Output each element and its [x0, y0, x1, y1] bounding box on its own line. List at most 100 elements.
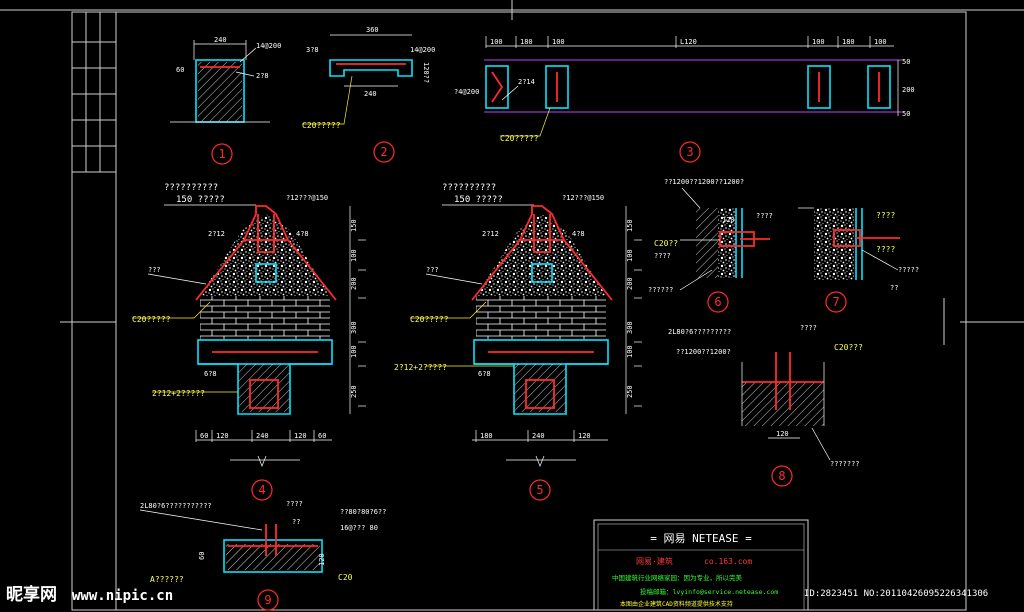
d5-bar-b: 4?8 — [572, 230, 585, 238]
d1-rebar: 2?8 — [256, 72, 269, 80]
d7-number: 7 — [832, 295, 839, 309]
d4-bottom-dim-4: 120 — [294, 432, 307, 440]
d4-bottom-dim-5: 60 — [318, 432, 326, 440]
d5-number: 5 — [536, 483, 543, 497]
detail-4: ?????????? 150 ????? ?12???@150 2?12 4?8… — [132, 183, 366, 501]
d5-lintel: 2?12+2????? — [394, 363, 447, 372]
stamp-domain: co.163.com — [704, 557, 752, 566]
d2-dim-top: 360 — [366, 26, 379, 34]
d6-n1: ???? — [756, 212, 773, 220]
d5-small-bar: 6?8 — [478, 370, 491, 378]
d3-left-note: ?4@200 — [454, 88, 479, 96]
d3-dim-3: 100 — [552, 38, 565, 46]
d6-number: 6 — [714, 295, 721, 309]
d8-n1: 2L80?6????????? — [668, 328, 731, 336]
d9-n2: ???? — [286, 500, 303, 508]
d5-side-dim-1: 150 — [626, 219, 634, 232]
detail-5: ?????????? 150 ????? ?12???@150 2?12 4?8… — [394, 183, 642, 501]
detail-1: 240 14@200 60 2?8 1 — [170, 36, 281, 165]
d4-bottom-dim-1: 60 — [200, 432, 208, 440]
d3-dim-2: 180 — [520, 38, 533, 46]
watermark-brand: 昵享网 — [6, 584, 57, 605]
d5-bottom-dim-2: 240 — [532, 432, 545, 440]
d5-waterproof: ??? — [426, 266, 439, 274]
d1-height: 60 — [176, 66, 184, 74]
d2-concrete: C20????? — [302, 121, 341, 130]
d2-bar-b: 14@200 — [410, 46, 435, 54]
d2-number: 2 — [380, 145, 387, 159]
d3-number: 3 — [686, 145, 693, 159]
d3-dim-6: 180 — [842, 38, 855, 46]
detail-8: 2L80?6????????? ???? ??1200??1200? C20??… — [668, 324, 863, 487]
d9-n1: 2L80?6??????????? — [140, 502, 212, 510]
d4-bar-a: 2?12 — [208, 230, 225, 238]
stamp-title: = 网易 NETEASE = — [650, 532, 752, 545]
d1-dim-width: 240 — [214, 36, 227, 44]
stamp-line3: 本图由企业建筑CAD资料频道提供技术支持 — [620, 600, 733, 608]
d8-n5: ??????? — [830, 460, 860, 468]
d8-number: 8 — [778, 469, 785, 483]
d6-n2: C20?? — [654, 239, 678, 248]
d6-n3: ???? — [654, 252, 671, 260]
d7-n2: ???? — [876, 245, 895, 254]
d5-number-circle — [529, 479, 551, 501]
d9-n5: 16@??? 80 — [340, 524, 378, 532]
d5-side-dim-2: 100 — [626, 249, 634, 262]
d6-dim: 120 — [722, 216, 735, 224]
d1-bar-note: 14@200 — [256, 42, 281, 50]
d4-bottom-dim-2: 120 — [216, 432, 229, 440]
d5-side-dim-6: 250 — [626, 385, 634, 398]
d9-n7: A?????? — [150, 575, 184, 584]
d9-dim-left: 60 — [198, 552, 206, 560]
d3-number-circle — [679, 141, 701, 163]
d5-concrete: C20????? — [410, 315, 449, 324]
d8-number-circle — [771, 465, 793, 487]
d3-dim-7: 100 — [874, 38, 887, 46]
d7-n1: ???? — [876, 211, 895, 220]
d7-n3: ????? — [898, 266, 919, 274]
d4-concrete: C20????? — [132, 315, 171, 324]
stamp-line1: 中国建筑行业网络家园：因为专业，所以完美 — [612, 573, 743, 582]
d8-n2: ???? — [800, 324, 817, 332]
d9-n4: ??80?80?6?? — [340, 508, 386, 516]
d6-number-circle — [707, 291, 729, 313]
d4-side-dim-2: 100 — [350, 249, 358, 262]
d5-rebar-note: ?12???@150 — [562, 194, 604, 202]
d9-number: 9 — [264, 593, 271, 607]
d2-bar-a: 3?8 — [306, 46, 319, 54]
d3-concrete: C20????? — [500, 134, 539, 143]
d4-rebar-note: ?12???@150 — [286, 194, 328, 202]
d4-side-dim-6: 250 — [350, 385, 358, 398]
detail-7: ???? ???? ????? ?? 7 — [798, 207, 919, 313]
d9-n3: ?? — [292, 518, 300, 526]
d3-dim-4: L120 — [680, 38, 697, 46]
d4-lintel: 2?12+2????? — [152, 389, 205, 398]
d2-number-circle — [373, 141, 395, 163]
d7-n4: ?? — [890, 284, 898, 292]
d4-side-dim-1: 150 — [350, 219, 358, 232]
d5-bar-a: 2?12 — [482, 230, 499, 238]
d4-side-dim-4: 300 — [350, 321, 358, 334]
d3-side-dim-3: 50 — [902, 110, 910, 118]
d5-bottom-dim-1: 180 — [480, 432, 493, 440]
d4-waterproof: ??? — [148, 266, 161, 274]
d2-dim-bottom: 240 — [364, 90, 377, 98]
detail-2: 360 3?8 14@200 120?? 240 C20????? 2 — [302, 26, 435, 163]
d4-number: 4 — [258, 483, 265, 497]
d9-number-circle — [257, 589, 279, 611]
watermark-id: ID:2823451 NO:20110426095226341306 — [804, 589, 988, 599]
nipic-watermark: 昵享网 www.nipic.cn ID:2823451 NO:201104260… — [6, 584, 988, 605]
d4-small-bar: 6?8 — [204, 370, 217, 378]
d5-side-dim-4: 300 — [626, 321, 634, 334]
d9-dim-right: 120 — [318, 553, 326, 566]
d4-top-sub: 150 ????? — [176, 195, 225, 205]
d8-n3: ??1200??1200? — [676, 348, 731, 356]
d9-n6: C20 — [338, 573, 353, 582]
d5-bottom-dim-3: 120 — [578, 432, 591, 440]
d4-number-circle — [251, 479, 273, 501]
d2-side: 120?? — [422, 62, 430, 83]
d3-dim-1: 100 — [490, 38, 503, 46]
